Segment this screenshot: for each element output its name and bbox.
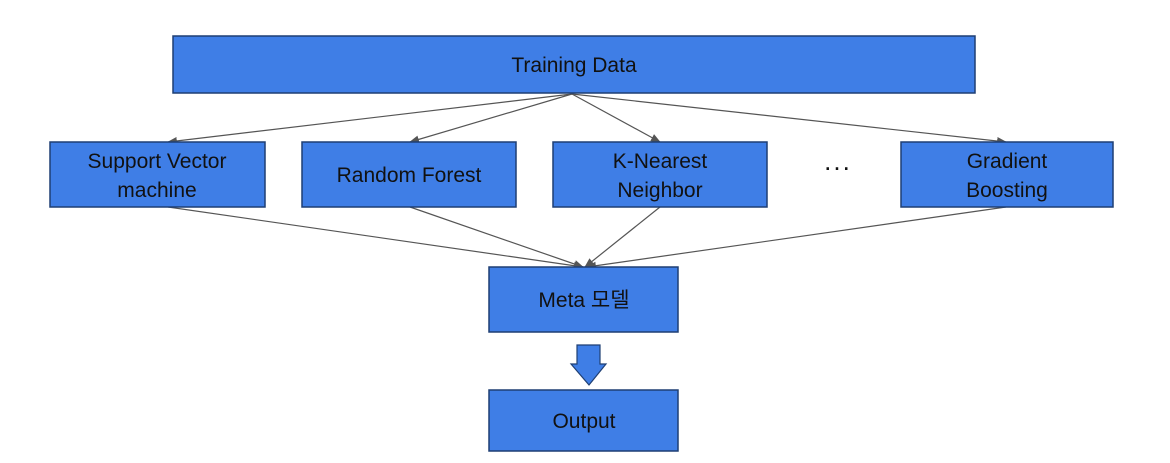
gradient-boosting-label-line2: Boosting [966,179,1048,202]
training-data-box [172,35,976,94]
output-node: Output [488,389,679,452]
top-arrows [167,93,1007,145]
random-forest-box [301,141,517,208]
knn-box [552,141,768,208]
training-data-label: Training Data [511,54,637,77]
arrow-training-to-gradient-boosting [571,93,1007,145]
output-box [488,389,679,452]
knn-label-line2: Neighbor [617,179,702,202]
meta-model-box [488,266,679,333]
ellipsis: ... [824,146,852,176]
svm-label-line1: Support Vector [88,150,227,173]
down-block-arrow-icon [569,344,608,386]
arrow-svm-to-meta [167,206,584,270]
svm-box [49,141,266,208]
gradient-boosting-label-line1: Gradient [967,150,1048,173]
random-forest-label: Random Forest [337,164,482,187]
model-node-svm: Support Vector machine [49,141,266,208]
arrow-knn-to-meta [584,206,661,268]
model-node-knn: K-Nearest Neighbor [552,141,768,208]
training-data-node: Training Data [172,35,976,94]
arrow-training-to-random-forest [409,93,573,144]
output-label: Output [552,410,615,433]
arrow-random-forest-to-meta [409,206,584,268]
arrow-gradient-boosting-to-meta [586,206,1007,270]
model-node-random-forest: Random Forest [301,141,517,208]
svm-label-line2: machine [117,179,196,202]
model-node-gradient-boosting: Gradient Boosting [900,141,1114,208]
gradient-boosting-box [900,141,1114,208]
arrow-training-to-knn [571,93,661,143]
meta-model-label: Meta 모델 [538,289,629,312]
knn-label-line1: K-Nearest [613,150,708,173]
bottom-arrows [167,206,1007,270]
meta-model-node: Meta 모델 [488,266,679,333]
arrow-training-to-svm [167,93,573,145]
